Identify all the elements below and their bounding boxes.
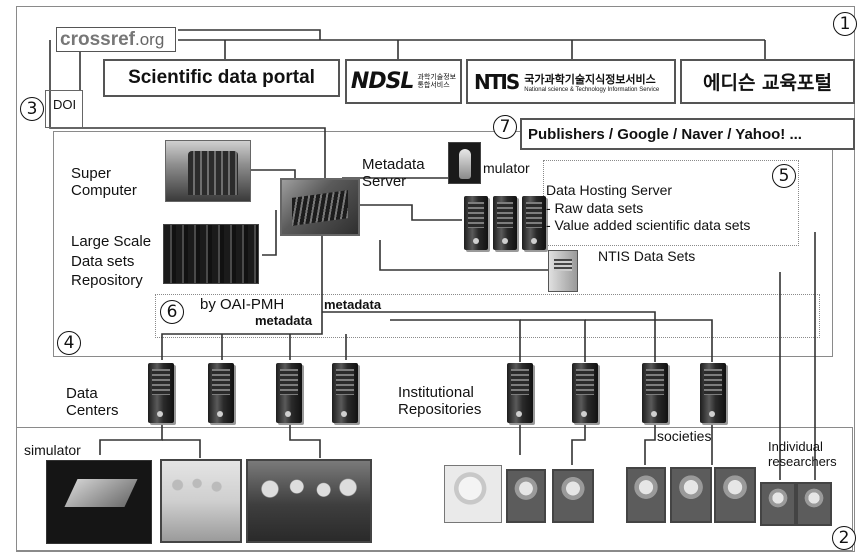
large-scale-line3: Repository [71,272,143,289]
ntis-korean: 국가과학기술지식정보서비스 [524,73,656,86]
society-photo-1 [626,467,666,523]
super-computer-line1: Super [71,165,112,182]
ntis-data-sets-label: NTIS Data Sets [598,248,696,264]
institutional-server-1 [507,363,533,423]
ntis-portal: NTIS 국가과학기술지식정보서비스 National science & Te… [466,59,676,104]
scientific-portal-label: Scientific data portal [128,67,315,88]
metadata-server-label: Metadata Server [362,156,425,191]
repository-rack-image [163,224,259,284]
large-scale-line2: Data sets [71,252,135,270]
marker-5: 5 [772,164,796,188]
institutional-server-4 [700,363,726,423]
marker-1: 1 [833,12,857,36]
data-center-server-4 [332,363,358,423]
hosting-server-1 [464,196,488,250]
ndsl-logo: NDSL [350,69,415,94]
ntis-logo: NTIS [474,69,520,94]
outer-frame [16,6,855,552]
oai-pmh-frame [155,294,820,338]
ndsl-portal: NDSL 과학기술정보 통합서비스 [345,59,462,104]
data-hosting-text: Data Hosting Server - Raw data sets - Va… [546,182,750,235]
data-hosting-item2: - Value added scientific data sets [546,217,751,233]
doi-box [45,90,83,128]
metadata-server-line1: Metadata [362,156,425,173]
institutional-server-2 [572,363,598,423]
data-center-server-2 [208,363,234,423]
individual-photo-2 [796,482,832,526]
supercomputer-image [165,140,251,202]
institutional-line1: Institutional [398,384,474,401]
individual-line1: Individual [768,439,823,454]
marker-7: 7 [493,115,517,139]
crossref-box: crossref .org [56,27,176,52]
doi-label: DOI [53,97,77,112]
data-center-server-1 [148,363,174,423]
large-scale-label: Large Scale Data sets Repository [71,232,151,291]
crossref-name: crossref [60,28,135,50]
society-photo-3 [714,467,756,523]
individual-researchers-label: Individual researchers [768,439,837,470]
metadata-server-image [280,178,360,236]
simulator-screenshot-image [46,460,152,544]
data-hosting-title: Data Hosting Server [546,182,673,198]
researcher-photo-1 [506,469,546,523]
portal-bus-left [49,40,326,180]
ntis-english: National science & Technology Informatio… [524,86,660,93]
researchers-frame [16,427,853,551]
metadata-label-b: metadata [255,313,313,328]
institutional-server-3 [642,363,668,423]
marker-4: 4 [57,331,81,355]
data-centers-label: Data Centers [66,385,119,420]
ntis-text: 국가과학기술지식정보서비스 National science & Technol… [524,71,659,93]
data-center-server-3 [276,363,302,423]
individual-line2: researchers [768,453,837,469]
marker-3: 3 [20,97,44,121]
super-computer-label: Super Computer [71,165,137,200]
ntis-data-server-image [548,250,578,292]
oai-pmh-label: by OAI-PMH [200,296,285,313]
infrastructure-frame [53,131,833,357]
large-scale-line1: Large Scale [71,233,152,250]
ndsl-sub-line2: 통합서비스 [417,81,450,89]
research-team-photo-2 [246,459,372,543]
institutional-line2: Repositories [398,401,482,419]
publishers-box: Publishers / Google / Naver / Yahoo! ... [520,118,855,150]
societies-label: societies [657,428,712,444]
metadata-server-line2: Server [362,173,407,191]
marker-2: 2 [832,526,856,550]
data-centers-line2: Centers [66,402,119,420]
simulator-top-label: mulator [483,160,530,176]
edison-portal: 에디슨 교육포털 [680,59,855,104]
crossref-tld: .org [135,29,165,49]
institutional-label: Institutional Repositories [398,384,481,419]
publishers-label: Publishers / Google / Naver / Yahoo! ... [528,125,802,143]
metadata-label-a: metadata [324,297,382,312]
ndsl-sub: 과학기술정보 통합서비스 [417,74,456,90]
cartoon-researcher-image [444,465,502,523]
society-photo-2 [670,467,712,523]
data-centers-line1: Data [66,385,98,402]
data-hosting-item1: - Raw data sets [546,199,644,216]
ndsl-sub-line1: 과학기술정보 [417,73,457,81]
edison-label: 에디슨 교육포털 [703,72,832,94]
research-team-photo-1 [160,459,242,543]
researcher-photo-2 [552,469,594,523]
hosting-server-2 [493,196,517,250]
scientific-data-portal: Scientific data portal [103,59,340,97]
marker-6: 6 [160,300,184,324]
individual-photo-1 [760,482,796,526]
super-computer-line2: Computer [71,182,137,200]
simulator-bottom-label: simulator [24,442,81,458]
hosting-server-3 [522,196,546,250]
simulator-figurine-image [448,142,481,184]
